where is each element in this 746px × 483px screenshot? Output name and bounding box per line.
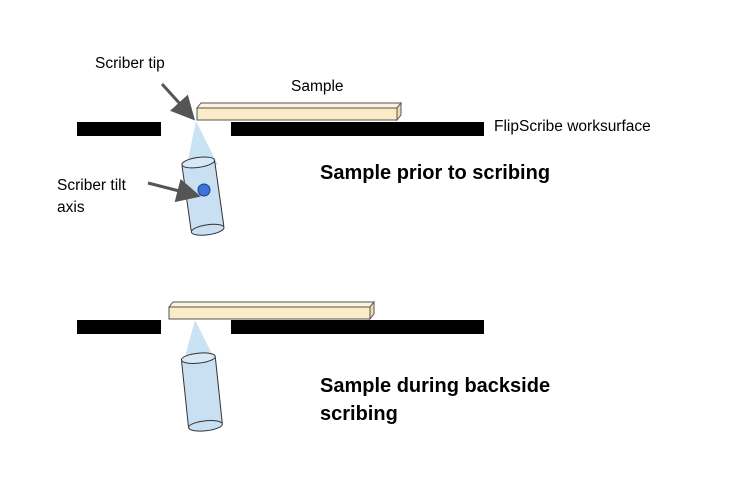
worksurface-right-segment	[231, 320, 484, 334]
sample-bar-side	[167, 301, 376, 308]
sample-bar	[195, 101, 403, 122]
caption-during-line2: scribing	[320, 403, 398, 425]
sample-bar-side	[195, 102, 403, 109]
scriber-bottom-ellipse	[190, 223, 225, 236]
worksurface-left-segment	[77, 320, 161, 334]
tilt-axis-label-line2: axis	[57, 199, 85, 216]
caption-during-line1: Sample during backside	[320, 375, 550, 397]
scriber-cylinder	[181, 356, 223, 428]
worksurface-right-segment	[231, 122, 484, 136]
sample-bar-face	[168, 306, 371, 320]
scriber-bottom-ellipse	[188, 420, 223, 432]
sample-bar-face	[196, 107, 398, 121]
sample-bar-end	[396, 101, 402, 122]
scriber-body	[180, 352, 223, 432]
scene-before: Scriber tip Sample FlipScribe worksurfac…	[57, 55, 651, 236]
worksurface-left-segment	[77, 122, 161, 136]
tilt-axis-dot	[197, 183, 211, 197]
tilt-axis-arrow	[147, 178, 201, 203]
scriber-top-ellipse	[181, 156, 216, 169]
scriber-beam	[184, 320, 215, 360]
scriber-top-ellipse	[180, 352, 216, 364]
sample-bar-end	[369, 300, 375, 321]
sample-label: Sample	[291, 78, 344, 95]
tilt-axis-label-line1: Scriber tilt	[57, 177, 127, 194]
sample-bar	[167, 300, 376, 321]
scene-during: Sample during backside scribing	[77, 300, 550, 432]
worksurface-label: FlipScribe worksurface	[494, 118, 651, 135]
scriber-tip-arrow	[160, 82, 196, 121]
caption-before: Sample prior to scribing	[320, 162, 550, 184]
scriber-beam	[187, 121, 218, 165]
scriber-tip-label: Scriber tip	[95, 55, 165, 72]
